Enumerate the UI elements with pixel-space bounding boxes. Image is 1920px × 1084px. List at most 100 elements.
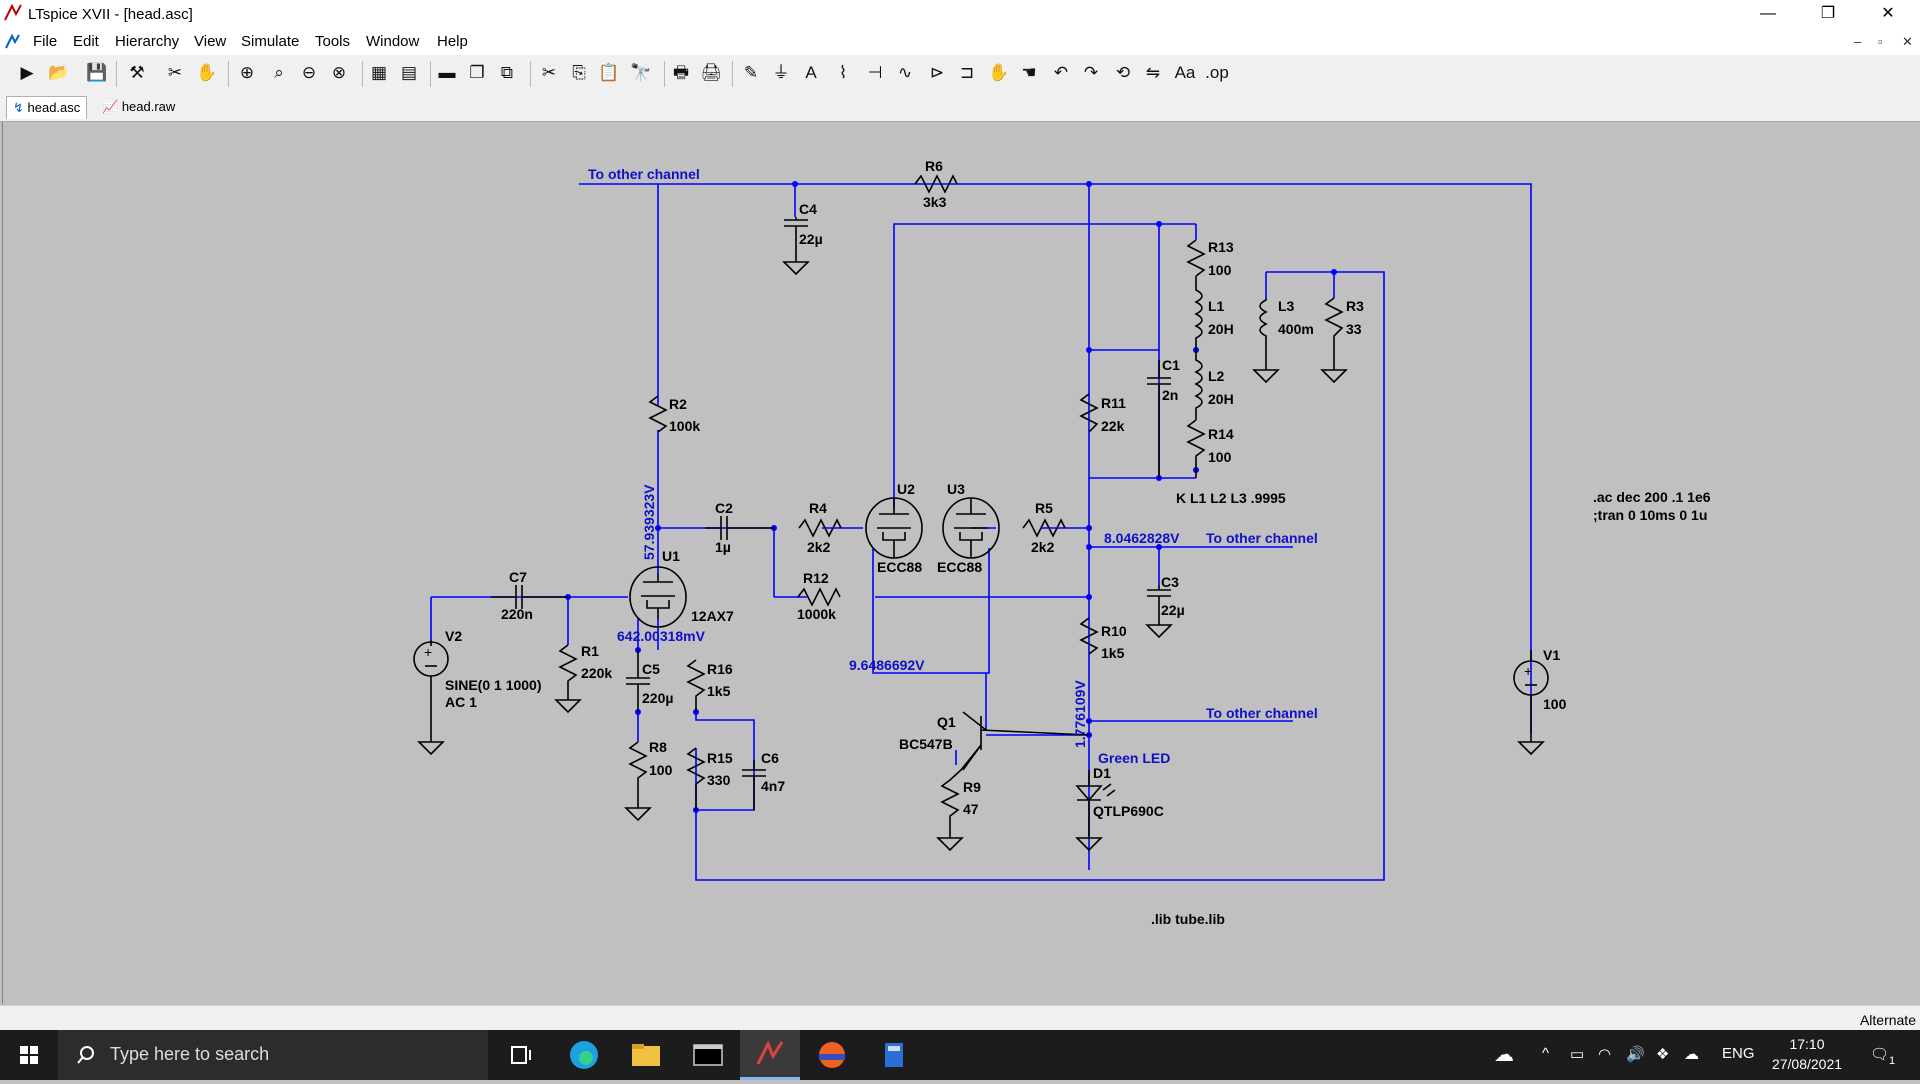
find-icon[interactable]: 🔭 [630, 63, 652, 82]
app-taskbar-button[interactable] [802, 1030, 862, 1080]
ltspice-taskbar-button[interactable] [740, 1030, 800, 1080]
label-r11-name: R11 [1101, 395, 1126, 411]
schematic-drawing[interactable]: + + To other channel R6 3k3 [3, 122, 1919, 1004]
battery-icon[interactable]: ▭ [1570, 1046, 1585, 1063]
label-c7-value: 220n [501, 606, 533, 622]
rotate-icon[interactable]: ⟲ [1115, 63, 1131, 82]
label-c5-name: C5 [642, 661, 660, 677]
copy-icon[interactable]: ⎘ [572, 63, 586, 82]
menu-edit[interactable]: Edit [73, 33, 99, 50]
run-icon[interactable]: ▶ [20, 63, 34, 82]
diode-icon[interactable]: ⊳ [929, 63, 945, 82]
menu-view[interactable]: View [194, 33, 227, 50]
cut-icon[interactable]: ✂ [541, 63, 557, 82]
coupling-directive: K L1 L2 L3 .9995 [1176, 490, 1286, 506]
component-icon[interactable]: ⊐ [959, 63, 975, 82]
zoom-area-icon[interactable]: ⌕ [274, 63, 284, 82]
print-icon[interactable]: 🖶 [672, 63, 690, 82]
language-indicator[interactable]: ENG [1722, 1045, 1755, 1062]
control-panel-icon[interactable]: ⚒ [129, 63, 145, 82]
label-r13-value: 100 [1208, 262, 1232, 278]
menu-file[interactable]: File [33, 33, 58, 50]
zoom-in-icon[interactable]: ⊕ [239, 63, 255, 82]
chevron-up-icon[interactable]: ^ [1542, 1045, 1550, 1062]
minimize-button[interactable]: — [1760, 5, 1776, 22]
zoom-out-icon[interactable]: ⊖ [301, 63, 317, 82]
menu-simulate[interactable]: Simulate [241, 33, 300, 50]
window-title: LTspice XVII - [head.asc] [28, 6, 193, 23]
file-explorer-taskbar-button[interactable] [616, 1030, 676, 1080]
draw-wire-icon[interactable]: ✎ [743, 63, 759, 82]
mdi-close-button[interactable]: ✕ [1902, 34, 1913, 49]
maximize-button[interactable]: ❐ [1820, 5, 1836, 22]
cloud-sync-icon[interactable]: ☁ [1684, 1046, 1699, 1063]
tab-bar: ↯ head.asc 📈 head.raw [0, 93, 1920, 122]
autorange-icon[interactable]: ▦ [370, 63, 388, 82]
open-icon[interactable]: 📂 [48, 63, 70, 82]
text-icon[interactable]: Aa [1174, 63, 1196, 82]
clock-time[interactable]: 17:10 [1789, 1036, 1825, 1052]
calculator-taskbar-button[interactable] [864, 1030, 924, 1080]
notifications-icon[interactable]: 🗨 [1870, 1046, 1890, 1063]
taskbar-search-box[interactable]: Type here to search [58, 1030, 488, 1080]
save-icon[interactable]: 💾 [86, 63, 108, 82]
move-icon[interactable]: ✋ [988, 63, 1010, 82]
menu-bar: File Edit Hierarchy View Simulate Tools … [0, 28, 1920, 55]
label-c4-value: 22µ [799, 231, 823, 247]
title-bar: LTspice XVII - [head.asc] — ❐ ✕ [0, 0, 1920, 28]
label-r9-name: R9 [963, 779, 981, 795]
label-r6-value: 3k3 [923, 194, 947, 210]
label-net-icon[interactable]: A [805, 63, 817, 82]
node-voltage-3: 642.00318mV [617, 628, 706, 644]
tab-head-raw[interactable]: 📈 head.raw [102, 99, 176, 114]
menu-tools[interactable]: Tools [315, 33, 351, 50]
task-view-icon [511, 1046, 531, 1064]
tile-vertical-icon[interactable]: ⧉ [500, 63, 514, 82]
terminal-taskbar-button[interactable] [678, 1030, 738, 1080]
paste-icon[interactable]: 📋 [598, 63, 620, 82]
mdi-restore-button[interactable]: ▫ [1878, 34, 1883, 49]
dropbox-icon[interactable]: ❖ [1656, 1046, 1670, 1063]
inductor-icon[interactable]: ∿ [897, 63, 913, 82]
redo-icon[interactable]: ↷ [1083, 63, 1099, 82]
document-icon[interactable] [4, 33, 22, 51]
clock-date[interactable]: 27/08/2021 [1771, 1056, 1843, 1072]
spice-directive-icon[interactable]: .op [1205, 63, 1229, 82]
edge-taskbar-button[interactable] [554, 1030, 614, 1080]
start-button[interactable] [0, 1030, 58, 1080]
mdi-minimize-button[interactable]: – [1854, 34, 1862, 49]
schematic-canvas[interactable]: + + To other channel R6 3k3 [2, 122, 1919, 1004]
capacitor-icon[interactable]: ⊣ [867, 63, 883, 82]
label-r10-value: 1k5 [1101, 645, 1125, 661]
capacitor-c6 [742, 760, 766, 810]
ltspice-app-icon [4, 4, 22, 21]
undo-icon[interactable]: ↶ [1053, 63, 1069, 82]
zoom-fit-icon[interactable]: ⊗ [331, 63, 347, 82]
tab-head-asc[interactable]: ↯ head.asc [6, 96, 88, 119]
task-view-button[interactable] [490, 1030, 550, 1080]
inductor-l2 [1194, 350, 1203, 420]
print-preview-icon[interactable]: 🖨 [700, 63, 722, 82]
menu-window[interactable]: Window [366, 33, 420, 50]
wifi-icon[interactable]: ◠ [1598, 1046, 1612, 1063]
halt-icon[interactable]: ✂ [167, 63, 183, 82]
close-button[interactable]: ✕ [1881, 5, 1895, 22]
pan-icon[interactable]: ✋ [196, 63, 218, 82]
label-v1-name: V1 [1543, 647, 1560, 663]
drag-icon[interactable]: ☚ [1021, 63, 1037, 82]
resistor-icon[interactable]: ⌇ [838, 63, 848, 82]
schematic-icon: ↯ [13, 100, 28, 115]
label-r3-value: 33 [1346, 321, 1362, 337]
label-r14-name: R14 [1208, 426, 1234, 442]
cascade-icon[interactable]: ❐ [469, 63, 485, 82]
capacitor-c1 [1147, 360, 1171, 478]
menu-hierarchy[interactable]: Hierarchy [115, 33, 180, 50]
search-placeholder: Type here to search [110, 1044, 270, 1064]
tile-horizontal-icon[interactable]: ▬ [438, 63, 456, 82]
ground-icon[interactable]: ⏚ [772, 63, 790, 82]
menu-help[interactable]: Help [437, 33, 468, 50]
grid-icon[interactable]: ▤ [400, 63, 418, 82]
volume-icon[interactable]: 🔊 [1626, 1046, 1645, 1063]
onedrive-icon[interactable]: ☁ [1494, 1044, 1514, 1066]
mirror-icon[interactable]: ⇋ [1145, 63, 1161, 82]
